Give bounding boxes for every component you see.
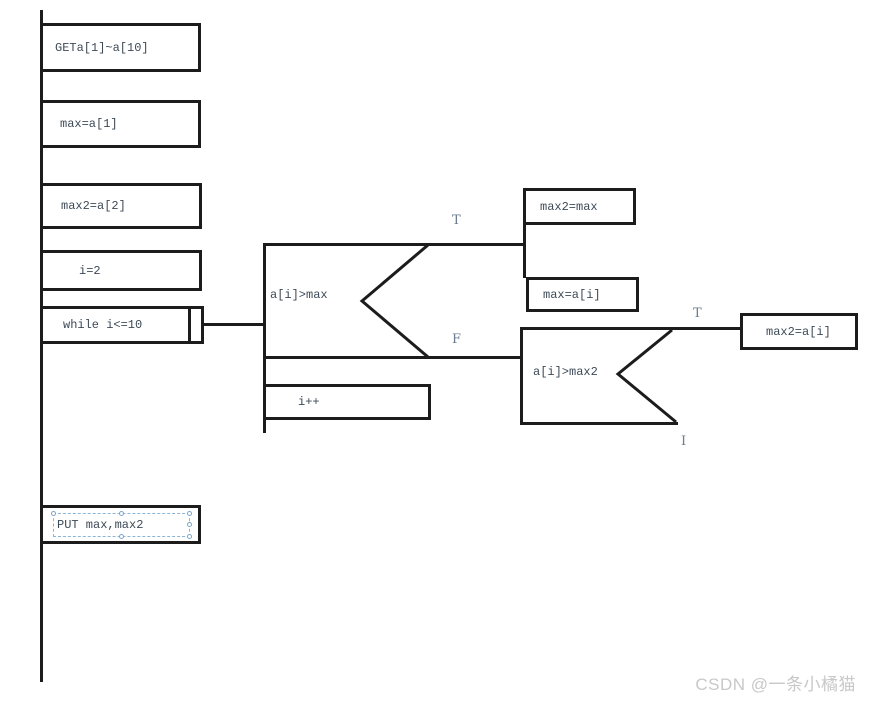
box-max2-init: max2=a[2] (40, 183, 202, 229)
decision2-condition-label: a[i]>max2 (533, 365, 598, 379)
decision2-true-label: T (693, 306, 702, 321)
csdn-watermark: CSDN @一条小橘猫 (695, 675, 856, 694)
box-while-loop: while i<=10 (40, 306, 204, 344)
selection-handle[interactable] (187, 511, 192, 516)
box-max-init-label: max=a[1] (60, 117, 118, 131)
selection-handle[interactable] (187, 534, 192, 539)
decision1-true-label: T (452, 213, 461, 228)
box-get-input: GETa[1]~a[10] (40, 23, 201, 72)
box-max2-eq-max-label: max2=max (540, 199, 598, 214)
selection-handle[interactable] (118, 511, 124, 516)
decision1-notch (359, 243, 429, 359)
box-max2-eq-ai: max2=a[i] (740, 313, 858, 350)
box-max-eq-ai: max=a[i] (526, 277, 639, 312)
decision1-false-label: F (452, 332, 462, 347)
box-max2-eq-ai-label: max2=a[i] (766, 324, 831, 339)
decision2-false-label: I (681, 434, 687, 449)
box-increment-label: i++ (298, 395, 320, 409)
box-i-init-label: i=2 (79, 263, 101, 278)
box-put-output-label[interactable]: PUT max,max2 (57, 518, 144, 532)
box-put-output[interactable]: PUT max,max2 (40, 505, 201, 544)
selection-handle[interactable] (51, 511, 56, 516)
put-output-selection-frame[interactable]: PUT max,max2 (51, 511, 192, 539)
selection-handle[interactable] (118, 534, 124, 539)
box-max-eq-ai-label: max=a[i] (543, 287, 601, 302)
while-loop-connector-cell (188, 306, 204, 344)
decision1-condition-label: a[i]>max (270, 288, 328, 302)
box-increment: i++ (263, 384, 431, 420)
box-get-input-label: GETa[1]~a[10] (55, 40, 149, 55)
box-while-loop-label: while i<=10 (63, 318, 143, 332)
decision2-notch (615, 328, 677, 424)
box-max2-init-label: max2=a[2] (61, 199, 126, 213)
box-max-init: max=a[1] (40, 100, 201, 148)
box-max2-eq-max: max2=max (523, 188, 636, 225)
selection-handle[interactable] (187, 522, 192, 527)
box-i-init: i=2 (40, 250, 202, 291)
